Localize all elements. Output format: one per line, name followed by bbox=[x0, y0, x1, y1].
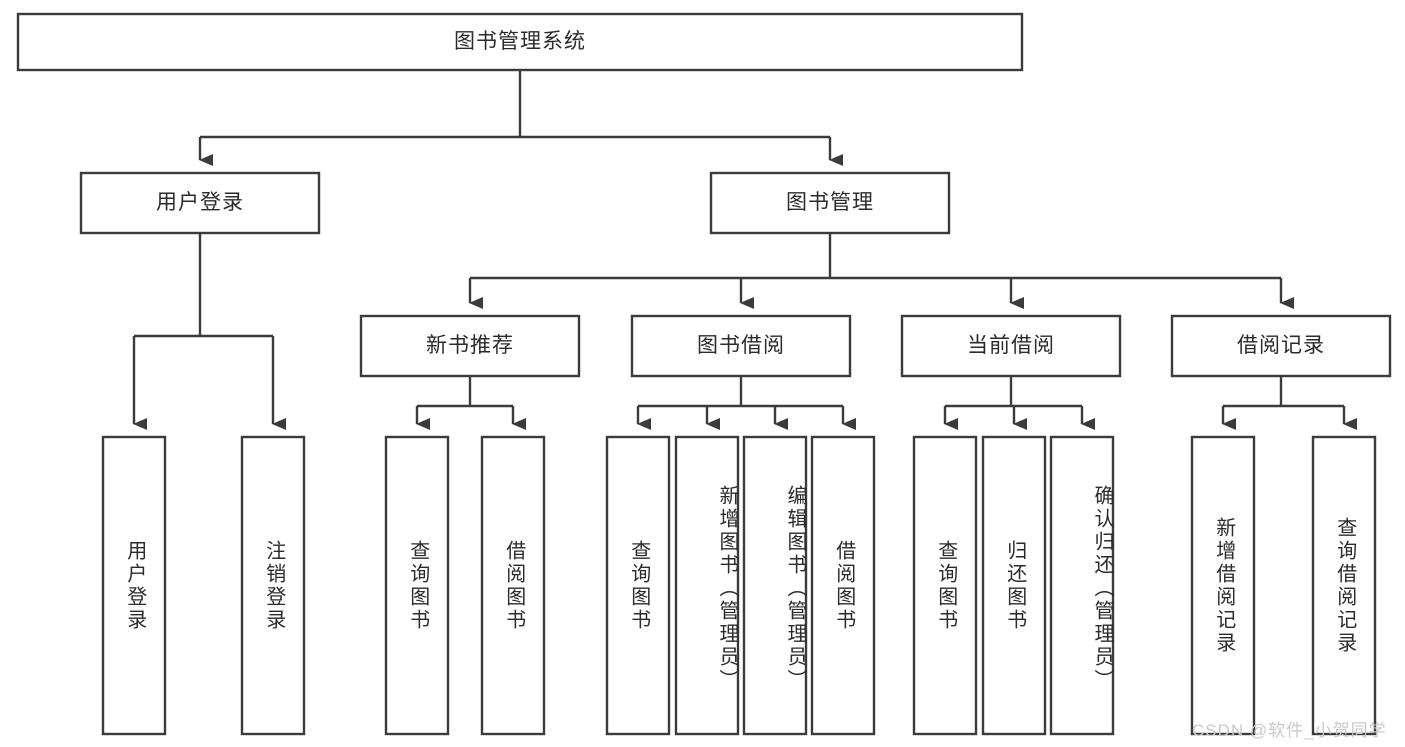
node-box-leaf-query-record[interactable] bbox=[1311, 435, 1377, 736]
node-box-leaf-add-record[interactable] bbox=[1190, 435, 1256, 736]
node-box-leaf-borrow-book-2[interactable] bbox=[810, 435, 876, 736]
node-box-leaf-add-book[interactable] bbox=[674, 435, 740, 736]
node-box-book-management[interactable] bbox=[709, 171, 951, 235]
node-box-book-borrow[interactable] bbox=[630, 314, 852, 378]
node-box-leaf-logout-login[interactable] bbox=[240, 435, 306, 736]
node-box-borrow-record[interactable] bbox=[1170, 314, 1392, 378]
node-box-leaf-query-book-3[interactable] bbox=[912, 435, 978, 736]
node-box-current-borrow[interactable] bbox=[900, 314, 1122, 378]
node-box-leaf-return-book[interactable] bbox=[981, 435, 1047, 736]
node-box-new-book-recommend[interactable] bbox=[359, 314, 581, 378]
node-box-leaf-confirm-return[interactable] bbox=[1049, 435, 1115, 736]
csdn-watermark: CSDN @软件_小贺同学 bbox=[1192, 721, 1387, 740]
node-box-leaf-query-book-1[interactable] bbox=[384, 435, 450, 736]
node-box-user-login[interactable] bbox=[79, 171, 321, 235]
node-box-root[interactable] bbox=[16, 12, 1024, 72]
node-box-leaf-edit-book[interactable] bbox=[742, 435, 808, 736]
node-box-leaf-user-login[interactable] bbox=[101, 435, 167, 736]
node-box-leaf-borrow-book-1[interactable] bbox=[480, 435, 546, 736]
node-box-leaf-query-book-2[interactable] bbox=[605, 435, 671, 736]
